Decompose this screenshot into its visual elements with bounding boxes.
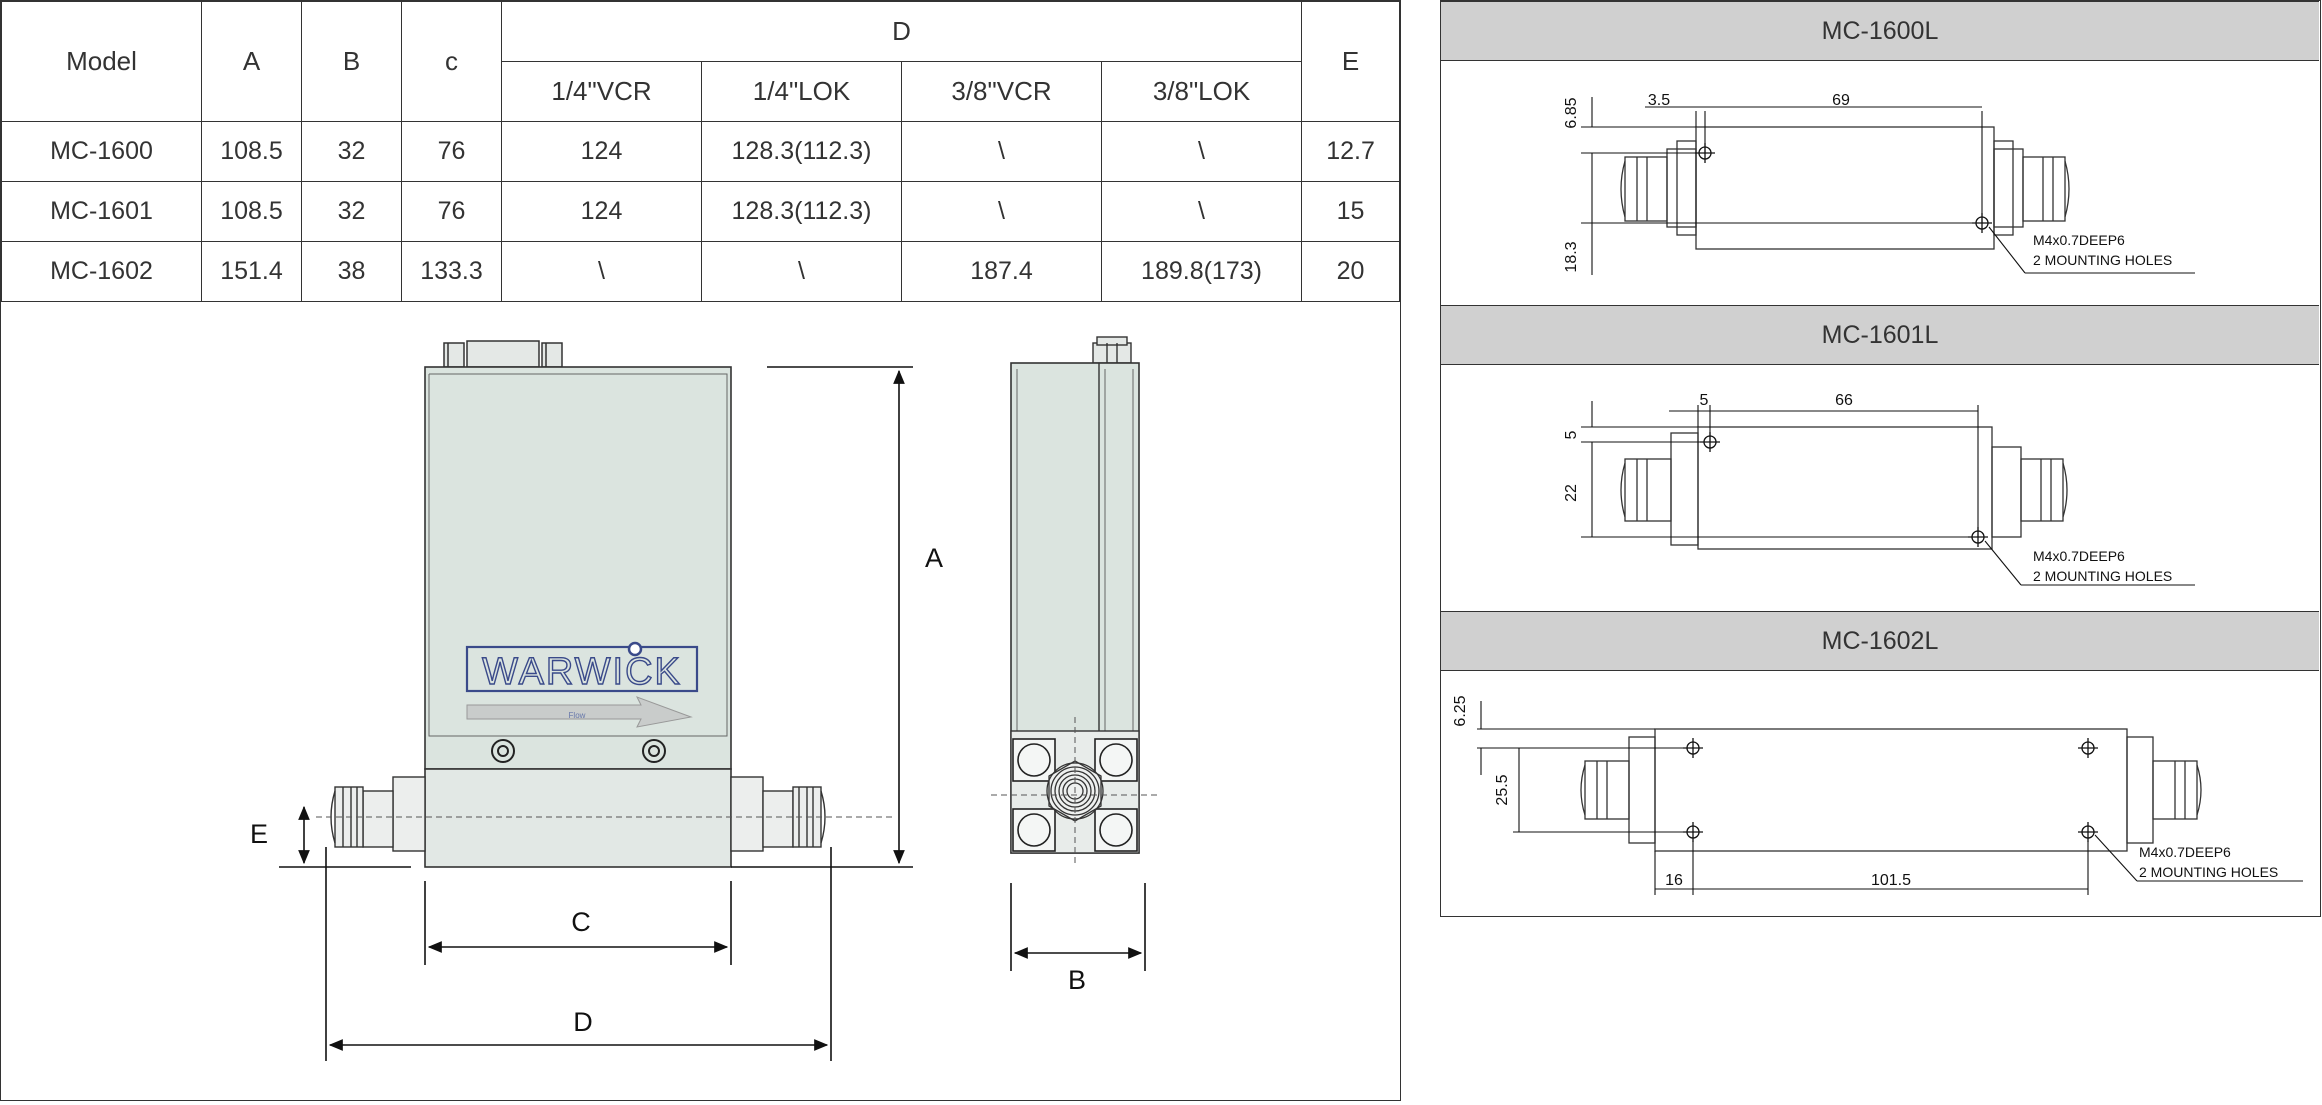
hole-spec-label: M4x0.7DEEP6	[2033, 548, 2125, 564]
mounting-title-mc-1600l: MC-1600L	[1441, 1, 2319, 61]
dimension-span-label: 101.5	[1871, 872, 1911, 889]
left-panel: Model A B c D E 1/4"VCR 1/4"LOK 3/8"VCR …	[0, 0, 1401, 1101]
dimension-top-label: 6.85	[1563, 97, 1580, 128]
dimension-d-label: D	[573, 1007, 593, 1037]
cell-c: 76	[401, 121, 502, 182]
dimension-span-label: 66	[1835, 392, 1853, 409]
dimension-d	[325, 847, 832, 1061]
cell-model: MC-1602	[1, 241, 202, 302]
hole-spec-label: M4x0.7DEEP6	[2033, 232, 2125, 248]
cell-d2: \	[701, 241, 902, 302]
cell-a: 151.4	[201, 241, 302, 302]
right-fitting	[730, 776, 826, 852]
cell-b: 38	[301, 241, 402, 302]
hole-count-label: 2 MOUNTING HOLES	[2033, 568, 2172, 584]
cell-d3: \	[901, 181, 1102, 242]
dimension-top-label: 5	[1563, 430, 1580, 439]
dimension-a	[731, 366, 913, 868]
cell-d2: 128.3(112.3)	[701, 181, 902, 242]
table-row: MC-1602 151.4 38 133.3 \ \ 187.4 189.8(1…	[1, 241, 1401, 302]
dimension-b-label: B	[1068, 965, 1086, 995]
cell-d4: \	[1100, 181, 1303, 242]
cell-d1: \	[501, 241, 702, 302]
bolt-icon	[1012, 738, 1138, 852]
mounting-title-mc-1601l: MC-1601L	[1441, 305, 2319, 365]
drawing-area: WARWICK Flow	[1, 302, 1399, 1100]
dimension-e	[279, 805, 411, 868]
cell-b: 32	[301, 121, 402, 182]
cell-d4: 189.8(173)	[1100, 241, 1303, 302]
logo-dot-icon	[627, 641, 643, 657]
device-body	[424, 366, 732, 770]
dimension-c	[424, 881, 732, 965]
cell-d3: 187.4	[901, 241, 1102, 302]
cell-d1: 124	[501, 181, 702, 242]
header-e: E	[1301, 1, 1401, 122]
cell-d1: 124	[501, 121, 702, 182]
cell-a: 108.5	[201, 121, 302, 182]
hole-spec-label: M4x0.7DEEP6	[2139, 844, 2231, 860]
dimension-e-label: E	[250, 819, 268, 849]
header-d-quarter-lok: 1/4"LOK	[701, 61, 902, 122]
flow-arrow-icon	[466, 696, 693, 728]
front-view: WARWICK Flow	[250, 340, 943, 1061]
cell-e: 20	[1301, 241, 1401, 302]
header-d-3-8-lok: 3/8"LOK	[1100, 61, 1303, 122]
cell-a: 108.5	[201, 181, 302, 242]
dimension-b	[1010, 883, 1146, 971]
cell-b: 32	[301, 181, 402, 242]
cell-c: 133.3	[401, 241, 502, 302]
dimension-top-label: 6.25	[1452, 695, 1469, 726]
base-block	[424, 768, 732, 868]
dimension-a-label: A	[925, 543, 943, 573]
mounting-drawing-mc-1602l: 6.25 25.5 16 101.5 M4x0.7DEEP6 2 MOUNTIN…	[1441, 671, 2319, 916]
cell-d3: \	[901, 121, 1102, 182]
cell-d2: 128.3(112.3)	[701, 121, 902, 182]
cell-e: 12.7	[1301, 121, 1401, 182]
top-connector	[443, 340, 563, 368]
header-c: c	[401, 1, 502, 122]
mounting-drawing-mc-1600l: 6.85 18.3 3.5 69 M4x0.7DEEP6 2 MOUNTING …	[1441, 61, 2319, 305]
mounting-drawing-mc-1601l: 5 22 5 66 M4x0.7DEEP6 2 MOUNTING HOLES	[1441, 365, 2319, 611]
cell-e: 15	[1301, 181, 1401, 242]
header-d-3-8-vcr: 3/8"VCR	[901, 61, 1102, 122]
dimension-c-label: C	[571, 907, 591, 937]
header-b: B	[301, 1, 402, 122]
cell-model: MC-1600	[1, 121, 202, 182]
table-row: MC-1600 108.5 32 76 124 128.3(112.3) \ \…	[1, 121, 1401, 182]
mounting-panel: MC-1600L 6.85	[1440, 0, 2321, 917]
dimension-offset-label: 3.5	[1648, 92, 1670, 109]
cell-model: MC-1601	[1, 181, 202, 242]
header-a: A	[201, 1, 302, 122]
cell-d4: \	[1100, 121, 1303, 182]
flow-label: Flow	[569, 711, 586, 720]
header-d: D	[500, 1, 1303, 62]
cell-c: 76	[401, 181, 502, 242]
dimension-offset-label: 5	[1700, 392, 1709, 409]
screw-icon	[491, 739, 666, 763]
front-and-side-view-drawing: WARWICK Flow	[250, 336, 1159, 1061]
hole-count-label: 2 MOUNTING HOLES	[2139, 864, 2278, 880]
dimension-side-label: 18.3	[1563, 241, 1580, 272]
left-fitting	[330, 776, 426, 852]
table-row: MC-1601 108.5 32 76 124 128.3(112.3) \ \…	[1, 181, 1401, 242]
dimension-side-label: 25.5	[1494, 774, 1511, 805]
header-model: Model	[1, 1, 202, 122]
dimension-span-label: 69	[1832, 92, 1850, 109]
side-view: B	[991, 336, 1159, 995]
mounting-title-mc-1602l: MC-1602L	[1441, 611, 2319, 671]
dimension-side-label: 22	[1563, 484, 1580, 502]
hole-count-label: 2 MOUNTING HOLES	[2033, 252, 2172, 268]
header-d-quarter-vcr: 1/4"VCR	[501, 61, 702, 122]
dimension-table: Model A B c D E 1/4"VCR 1/4"LOK 3/8"VCR …	[1, 1, 1401, 302]
brand-logo: WARWICK	[482, 651, 682, 693]
dimension-offset-label: 16	[1665, 872, 1683, 889]
